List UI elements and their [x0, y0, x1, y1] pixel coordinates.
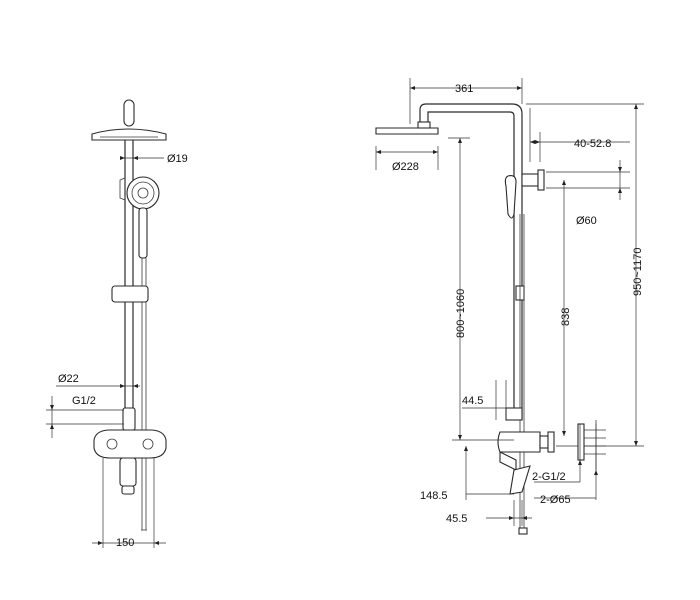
dimension-column: Ø22	[56, 373, 140, 388]
dim-escutcheons-label: 2-Ø65	[540, 494, 571, 506]
dim-wall-offset-label: 40-52.8	[574, 138, 611, 150]
dimension-head-pipe: Ø19	[120, 153, 188, 165]
dimension-wall-offset: 40-52.8	[529, 108, 630, 162]
dim-bracket-height-label: 838	[560, 308, 572, 326]
slide-bracket	[111, 285, 149, 303]
dim-mixer-offset-label: 44.5	[462, 395, 483, 407]
dimension-bracket-height: 838	[560, 180, 572, 436]
dimension-spout-reach: 45.5	[446, 500, 532, 526]
dimension-mixer-offset: 44.5	[462, 380, 522, 420]
shower-hose	[141, 258, 147, 531]
dim-inlet-threads-label: 2-G1/2	[532, 471, 566, 483]
dimension-spout-height: 148.5	[420, 446, 514, 502]
dimension-head-height-range: 800~1060	[448, 137, 514, 441]
dim-spout-reach-label: 45.5	[446, 513, 467, 525]
dimension-escutcheons: 2-Ø65	[534, 424, 598, 506]
dim-spout-height-label: 148.5	[420, 490, 448, 502]
dim-bracket-label: Ø60	[576, 215, 597, 227]
hand-shower	[119, 176, 160, 259]
dimension-thread: G1/2	[46, 395, 124, 438]
dim-total-height-label: 950~1170	[632, 248, 644, 296]
dim-thread-label: G1/2	[72, 395, 96, 407]
shower-arm	[375, 103, 523, 140]
side-view: 361 40-52.8 Ø228 Ø60	[375, 78, 644, 535]
wall-bracket	[521, 169, 545, 191]
overhead-shower-head	[91, 99, 167, 141]
dim-head-diameter-label: Ø228	[392, 161, 419, 173]
dim-column-label: Ø22	[58, 373, 79, 385]
dimension-width: 150	[92, 458, 166, 549]
wall-connections	[577, 423, 606, 461]
front-view: Ø19 Ø22 G1/2 150	[46, 99, 188, 549]
side-hand-shower	[504, 175, 517, 219]
riser-column	[124, 140, 134, 408]
dim-head-pipe-label: Ø19	[167, 153, 188, 165]
dimension-total-height: 950~1170	[526, 103, 644, 447]
dim-width-label: 150	[116, 537, 134, 549]
side-mixer	[497, 407, 555, 495]
mixer-body	[93, 407, 167, 495]
dim-reach-label: 361	[455, 83, 473, 95]
dimension-reach: 361	[409, 78, 523, 124]
dimension-head-diameter: Ø228	[375, 146, 439, 173]
dimension-bracket: Ø60	[546, 160, 630, 227]
dimension-inlet-threads: 2-G1/2	[532, 424, 582, 483]
dim-head-height-range-label: 800~1060	[455, 289, 467, 338]
